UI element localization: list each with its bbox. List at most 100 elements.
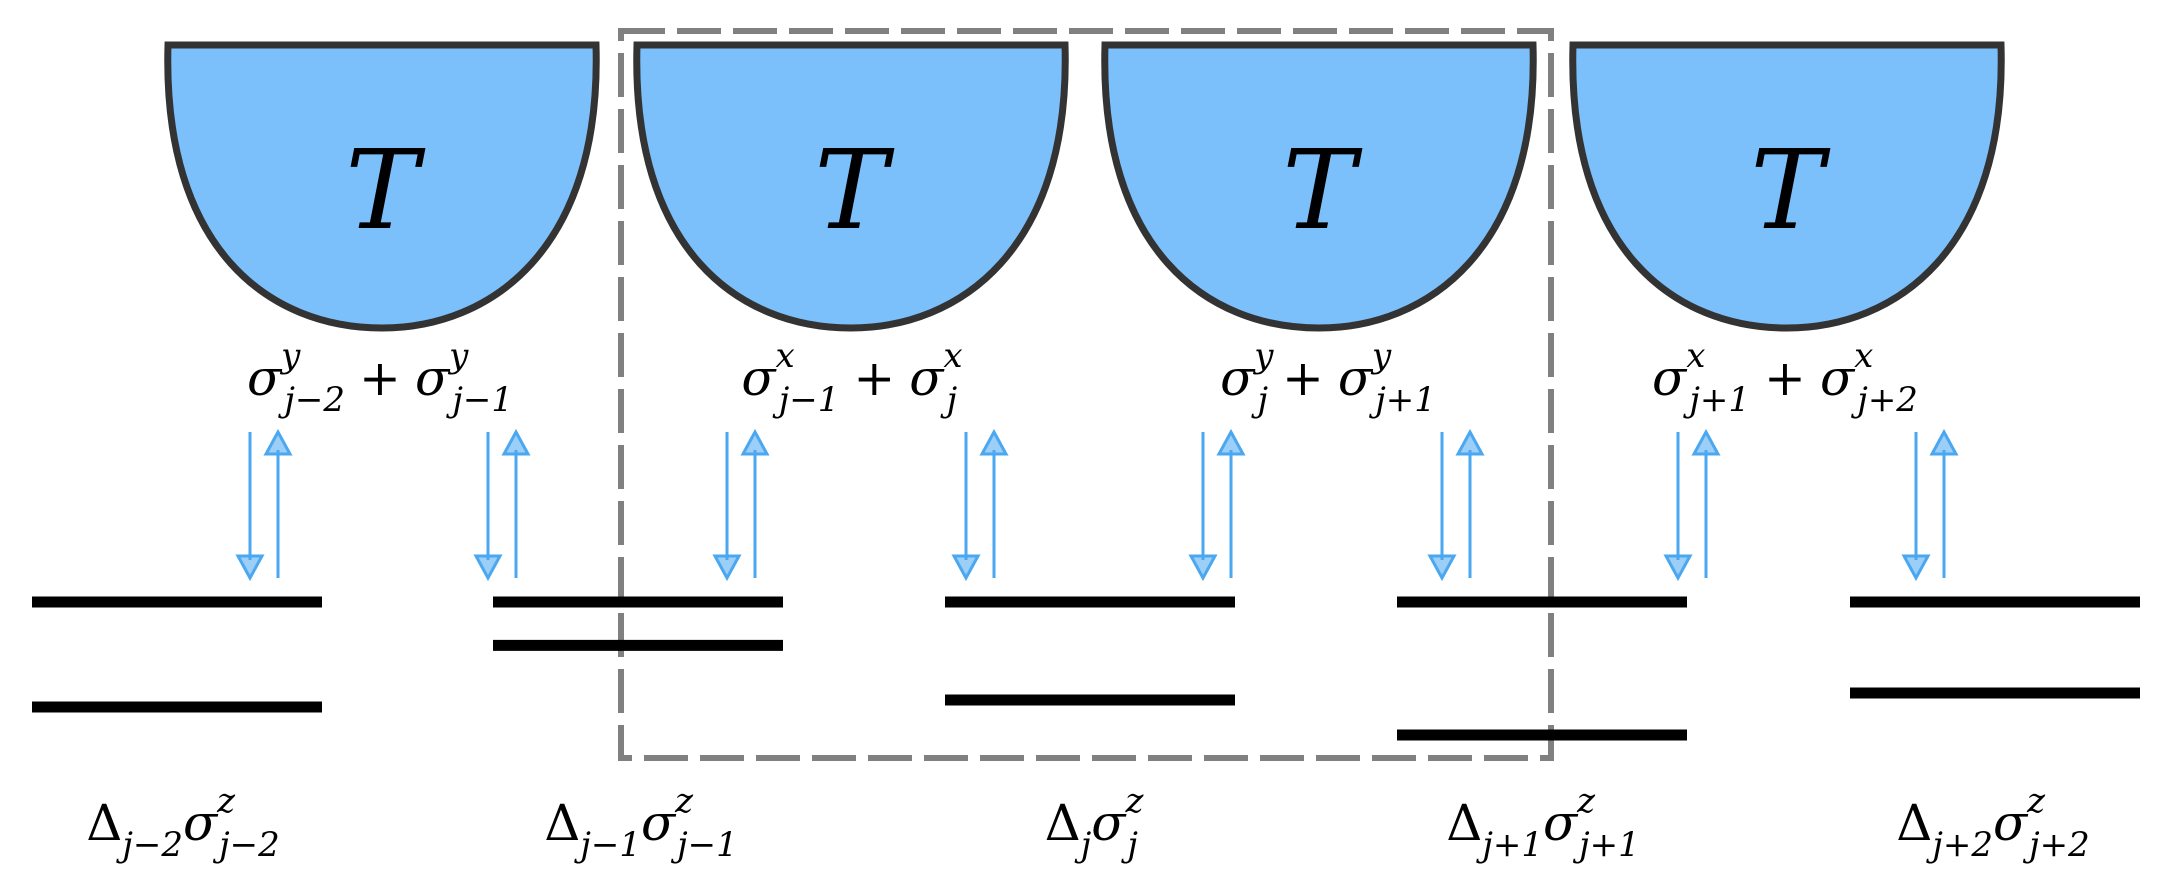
superscript: x [943,336,962,376]
sigma-symbol: σ [909,349,945,407]
superscript: x [1854,336,1873,376]
subscript: j−2 [277,380,345,420]
arrow-head [1188,554,1218,582]
subscript: j+1 [1572,825,1640,865]
subscript: j+2 [1850,380,1918,420]
superscript: z [1576,781,1596,821]
down-arrow [235,432,265,582]
sigma-symbol: σ [1820,349,1856,407]
arrow-head [740,428,770,456]
up-arrow [501,428,531,578]
sigma-symbol: σ [1338,349,1374,407]
sigma-symbol: σ [741,349,777,407]
up-arrow [1929,428,1959,578]
sigma-symbol: σ [1220,349,1256,407]
bath-2: T [1101,41,1537,332]
up-arrow [1455,428,1485,578]
delta-symbol: Δ [1896,794,1932,852]
down-arrow [473,432,503,582]
superscript: x [1686,336,1705,376]
sigma-symbol: σ [415,349,451,407]
sigma-symbol: σ [1543,794,1579,852]
arrow-head [1455,428,1485,456]
plus-operator: + [1764,349,1806,407]
superscript: z [1124,781,1144,821]
down-arrow [1663,432,1693,582]
delta-symbol: Δ [1045,794,1081,852]
bath-0: T [164,41,600,332]
bath-label: T [1750,126,1831,254]
subscript: j−2 [115,825,183,865]
superscript: z [2026,781,2046,821]
energy-levels [32,596,2140,741]
sigma-symbol: σ [247,349,283,407]
bath-label: T [1282,126,1363,254]
subscript: j+2 [1925,825,1993,865]
subscript: j+1 [1682,380,1750,420]
arrow-head [1216,428,1246,456]
delta-symbol: Δ [86,794,122,852]
unit-cell-dashed-box [618,28,1554,761]
superscript: z [674,781,694,821]
arrow-head [235,554,265,582]
bath-shape [1101,41,1537,332]
up-arrow [263,428,293,578]
bath-label: T [345,126,426,254]
delta-symbol: Δ [1446,794,1482,852]
arrow-head [1691,428,1721,456]
arrow-head [1663,554,1693,582]
up-arrow [1216,428,1246,578]
up-arrow [979,428,1009,578]
arrow-head [951,554,981,582]
subscript: j−2 [212,825,280,865]
sigma-symbol: σ [1091,794,1127,852]
sigma-symbol: σ [641,794,677,852]
down-arrow [1901,432,1931,582]
plus-operator: + [359,349,401,407]
arrow-head [1901,554,1931,582]
plus-operator: + [1282,349,1324,407]
superscript: y [1252,336,1274,376]
arrow-head [1427,554,1457,582]
arrow-head [712,554,742,582]
sigma-symbol: σ [1993,794,2029,852]
superscript: y [1370,336,1392,376]
subscript: j+1 [1368,380,1436,420]
superscript: x [776,336,795,376]
bath-shape [1569,41,2005,332]
subscript: j−1 [573,825,641,865]
arrow-head [501,428,531,456]
subscript: j−1 [670,825,738,865]
subscript: j+2 [2022,825,2090,865]
bath-shape [633,41,1069,332]
bath-3: T [1569,41,2005,332]
superscript: y [279,336,301,376]
superscript: z [216,781,236,821]
sigma-symbol: σ [183,794,219,852]
bath-label: T [814,126,895,254]
exchange-arrows [235,428,1959,582]
down-arrow [1427,432,1457,582]
arrow-head [263,428,293,456]
down-arrow [951,432,981,582]
delta-symbol: Δ [544,794,580,852]
down-arrow [712,432,742,582]
subscript: j−1 [445,380,513,420]
subscript: j−1 [772,380,840,420]
down-arrow [1188,432,1218,582]
bath-1: T [633,41,1069,332]
bath-shape [164,41,600,332]
arrow-head [1929,428,1959,456]
superscript: y [447,336,469,376]
sigma-symbol: σ [1652,349,1688,407]
